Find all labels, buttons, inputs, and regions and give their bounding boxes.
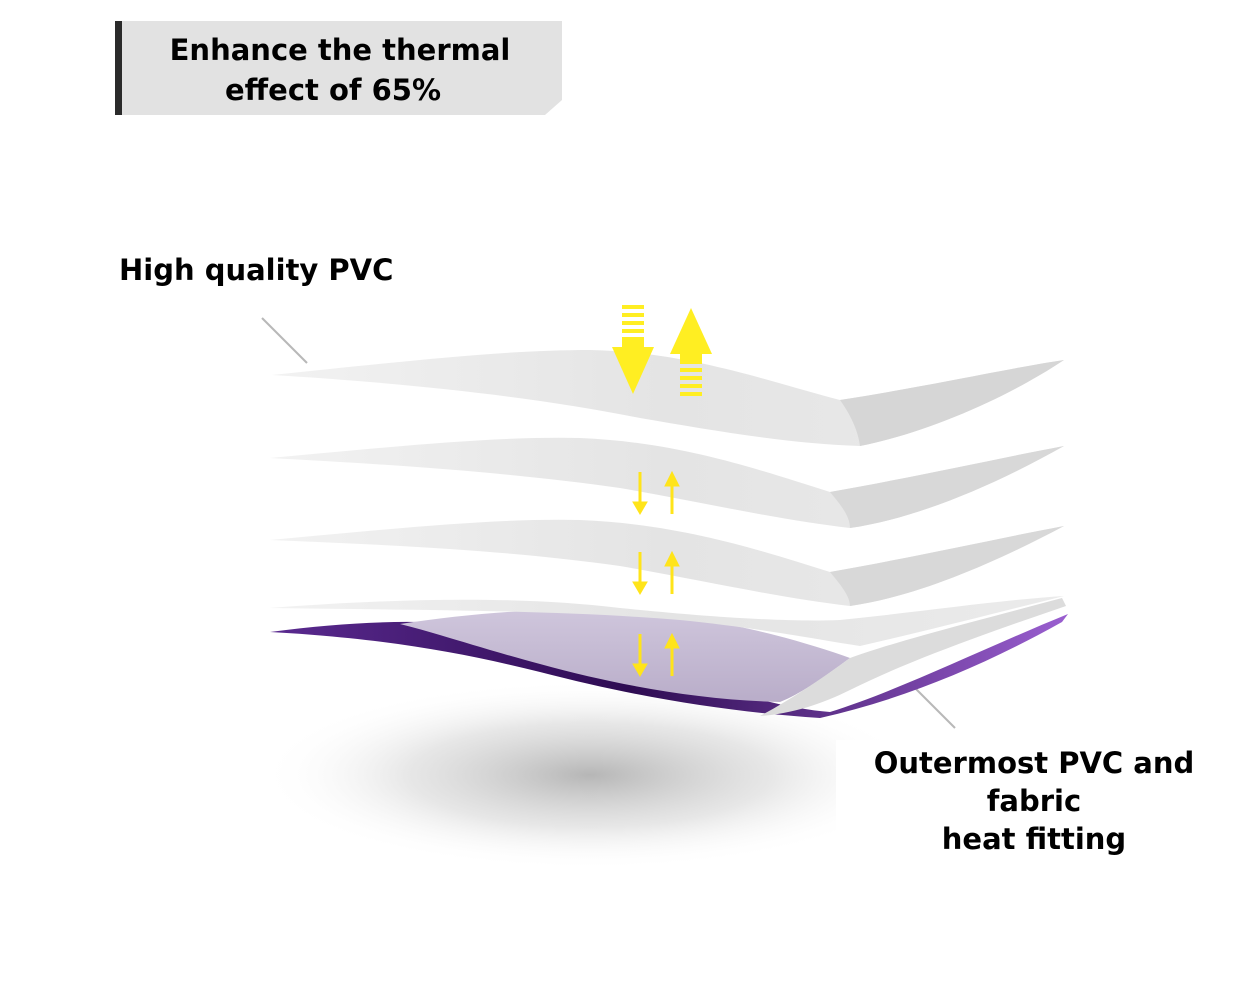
- down-arrow-icon: [632, 472, 648, 515]
- heat-arrows-large: [612, 305, 712, 396]
- up-arrow-icon: [664, 550, 680, 594]
- leader-line-bottom: [911, 684, 956, 729]
- banner: [115, 21, 562, 115]
- leader-line-top: [261, 317, 308, 364]
- up-arrow-icon: [664, 470, 680, 514]
- up-arrow-icon: [664, 632, 680, 676]
- label-outermost-pvc: Outermost PVC and fabric heat fitting: [828, 744, 1240, 858]
- pvc-layer-4: [270, 596, 1064, 646]
- pvc-layer-2-edge: [830, 446, 1064, 528]
- banner-background: [115, 21, 562, 115]
- label-outermost-pvc-line1: Outermost PVC and fabric: [873, 746, 1195, 818]
- heat-arrows-small-1: [632, 470, 680, 515]
- banner-title: Enhance the thermal effect of 65%: [120, 30, 560, 110]
- down-arrow-icon: [632, 552, 648, 595]
- down-arrow-icon: [612, 305, 654, 394]
- up-arrow-icon: [670, 308, 712, 396]
- heat-arrows-small-3: [632, 632, 680, 677]
- banner-title-line1: Enhance the thermal: [169, 33, 511, 67]
- down-arrow-icon: [632, 634, 648, 677]
- fabric-layer: [270, 598, 1068, 718]
- label-high-quality-pvc: High quality PVC: [119, 253, 394, 287]
- fabric-layer-edge: [760, 598, 1066, 716]
- shadow-mask: [836, 740, 1244, 860]
- banner-title-line2: effect of 65%: [225, 73, 442, 107]
- pvc-layer-1-edge: [840, 360, 1064, 446]
- ground-shadow: [260, 680, 920, 870]
- pvc-layer-3-edge: [830, 526, 1064, 606]
- heat-arrows-small-2: [632, 550, 680, 595]
- banner-accent-bar: [115, 21, 122, 115]
- fabric-layer-inner: [400, 609, 850, 702]
- label-outermost-pvc-line2: heat fitting: [941, 822, 1127, 856]
